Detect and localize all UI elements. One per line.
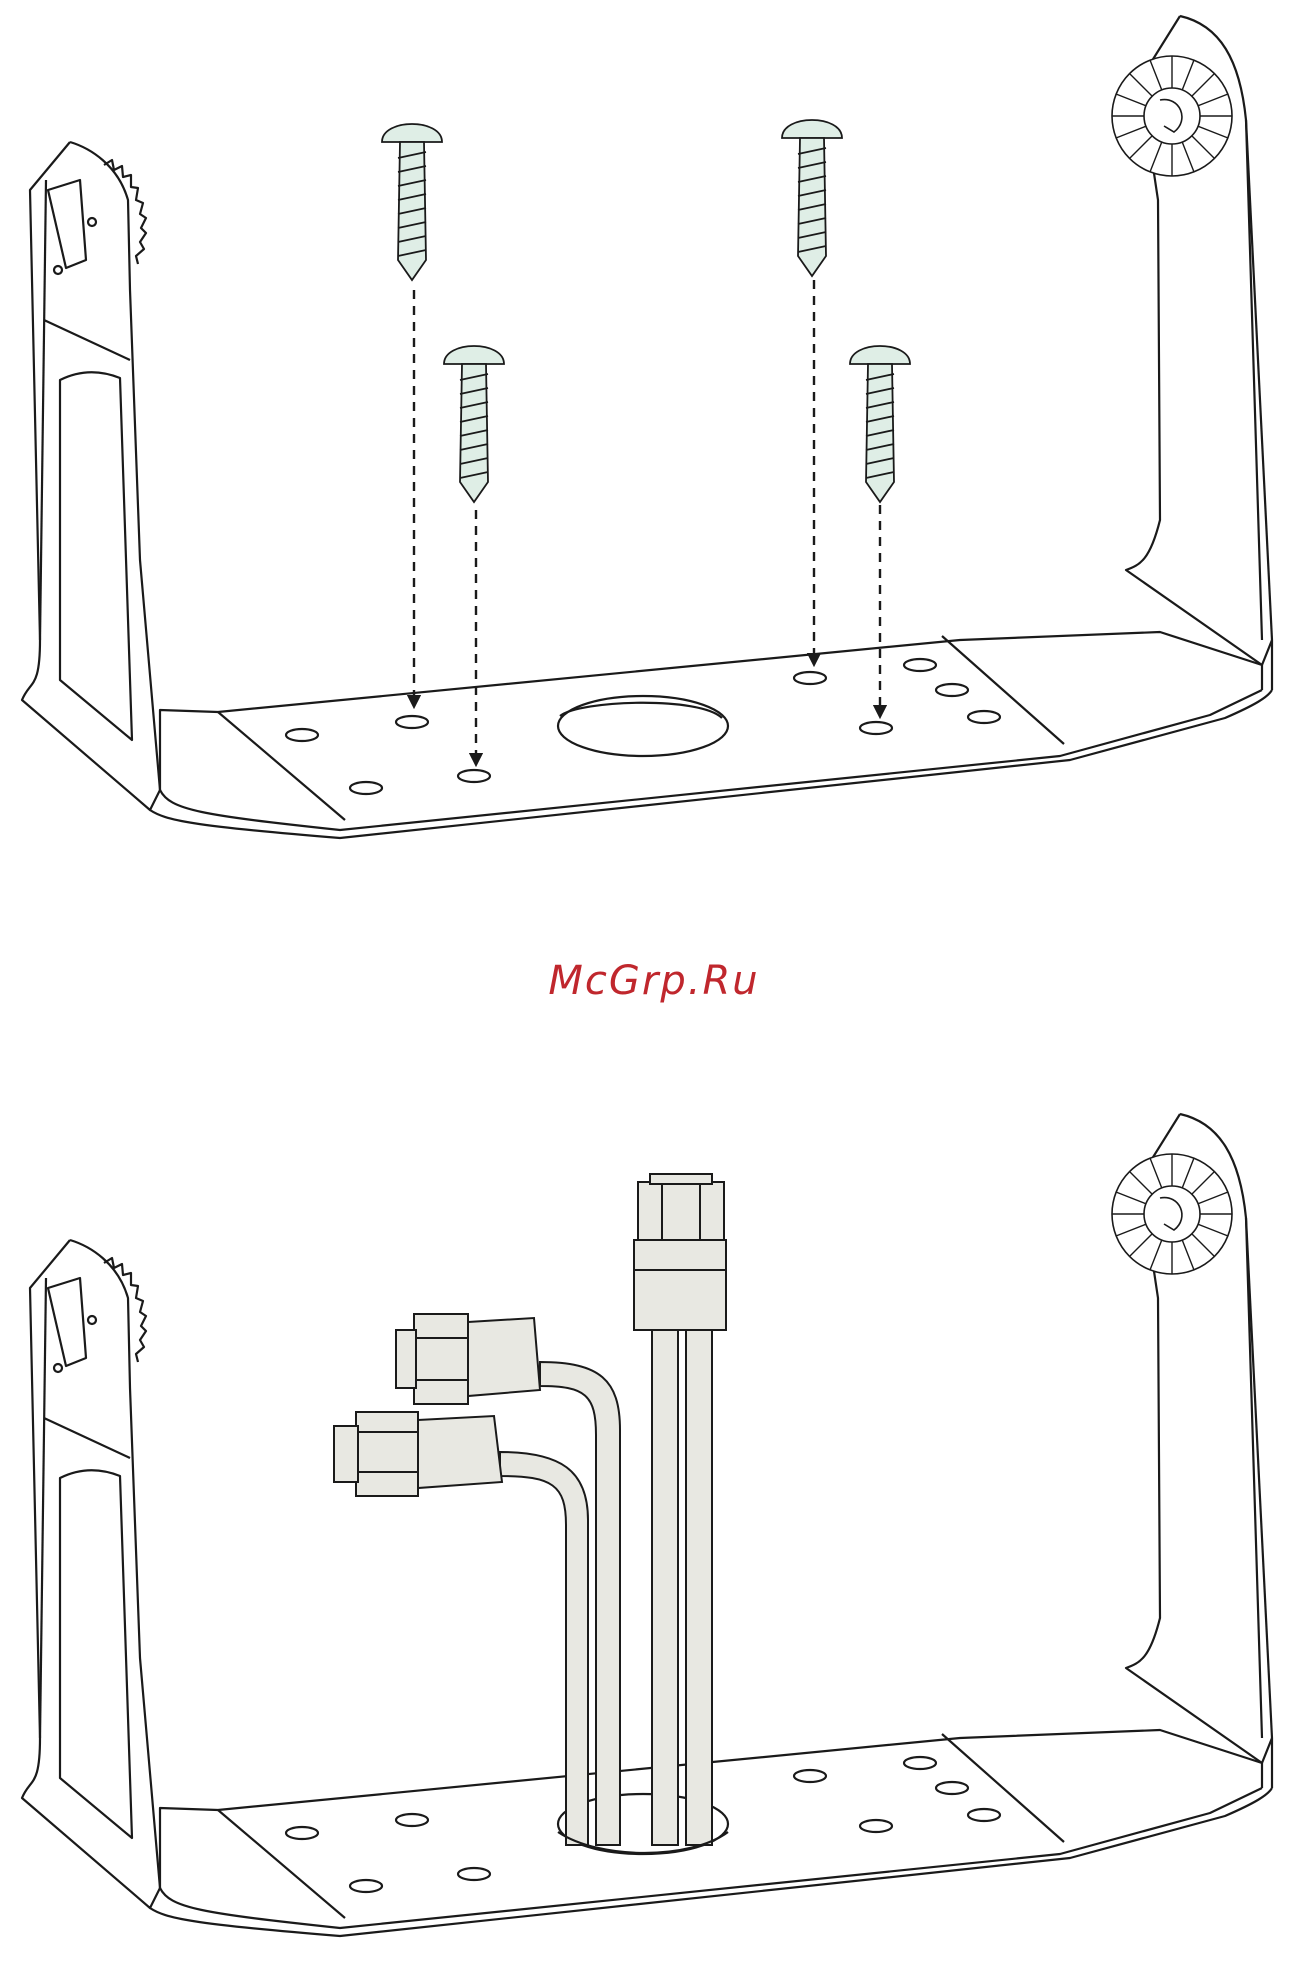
- screw-icon: [382, 120, 910, 502]
- watermark-text: McGrp.Ru: [0, 958, 1308, 1004]
- mounting-bracket-icon: [22, 16, 1272, 838]
- knob-icon: [1112, 56, 1232, 176]
- cable-connector-icon: [334, 1174, 726, 1845]
- knob-icon: [1112, 1154, 1232, 1274]
- bracket-cables-illustration: [0, 1090, 1308, 1970]
- figure-bracket-cables: [0, 1090, 1308, 1970]
- bracket-screws-illustration: [0, 0, 1308, 860]
- figure-bracket-screws: [0, 0, 1308, 860]
